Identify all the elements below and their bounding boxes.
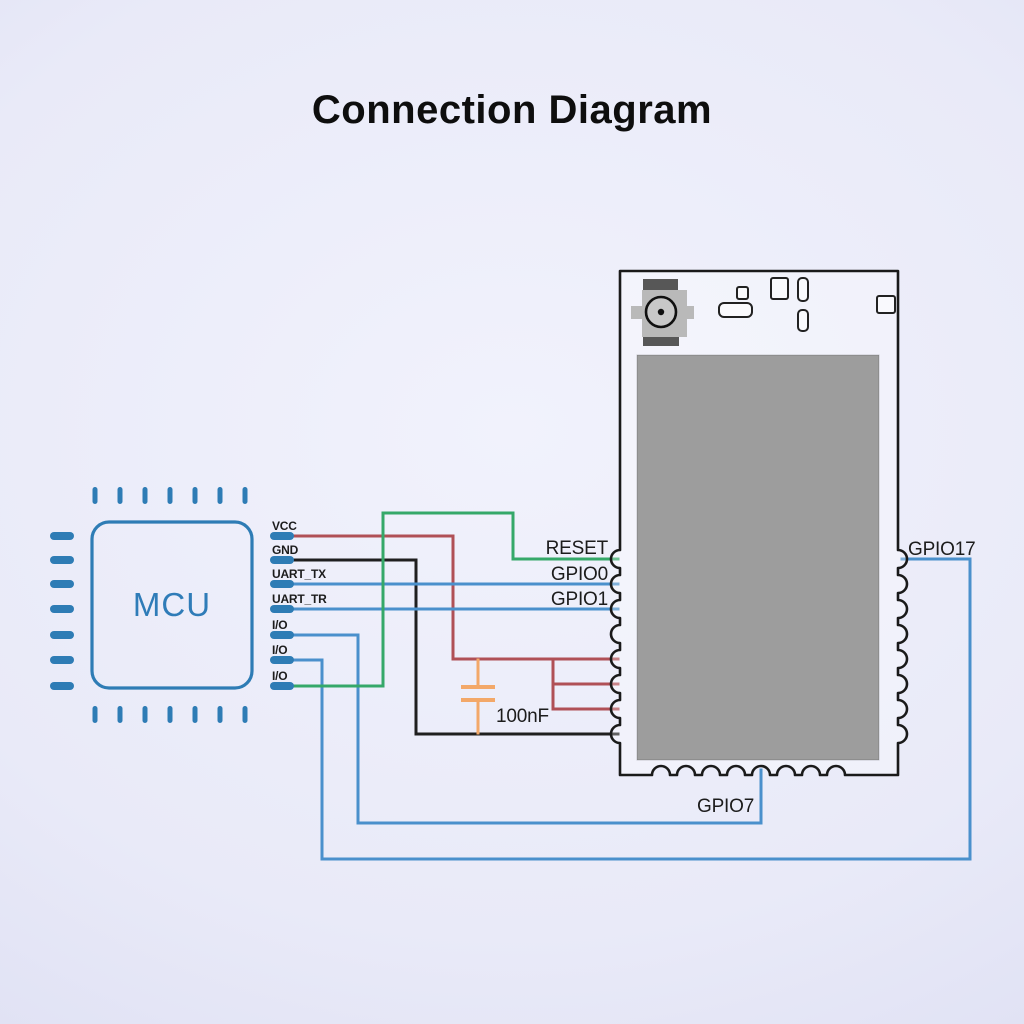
component-footprints — [718, 277, 896, 332]
module-pin-label-gpio0: GPIO0 — [550, 564, 608, 585]
vcc-branch-wire — [551, 657, 620, 711]
ufl-antenna-connector-icon — [631, 279, 694, 346]
reset-wire — [292, 511, 620, 688]
mcu-pin-label-vcc: VCC — [272, 519, 297, 533]
module-pin-label-gpio7: GPIO7 — [697, 796, 755, 817]
vcc-wire — [292, 534, 620, 661]
module-pin-label-gpio17: GPIO17 — [908, 539, 976, 560]
gpio7-wire — [292, 633, 763, 825]
mcu-chip — [50, 487, 294, 723]
capacitor-value-label: 100nF — [496, 706, 549, 727]
module-pin-label-reset: RESET — [545, 538, 609, 559]
rf-shield — [636, 354, 880, 761]
rf-module — [609, 269, 909, 777]
gpio17-wire — [292, 557, 972, 861]
mcu-body — [90, 520, 254, 690]
mcu-pin-label-gnd: GND — [272, 543, 299, 557]
mcu-pin-label-io2: I/O — [272, 643, 288, 657]
gnd-wire — [292, 558, 620, 736]
mcu-pin-label-uart-tx: UART_TX — [272, 567, 326, 581]
mcu-pin-label-io3: I/O — [272, 669, 288, 683]
module-pin-label-gpio1: GPIO1 — [550, 589, 608, 610]
capacitor-symbol — [461, 658, 495, 735]
wires — [292, 511, 972, 861]
mcu-label: MCU — [132, 586, 212, 623]
mcu-pin-label-uart-tr: UART_TR — [272, 592, 327, 606]
mcu-pin-label-io1: I/O — [272, 618, 288, 632]
page-title: Connection Diagram — [311, 88, 713, 132]
